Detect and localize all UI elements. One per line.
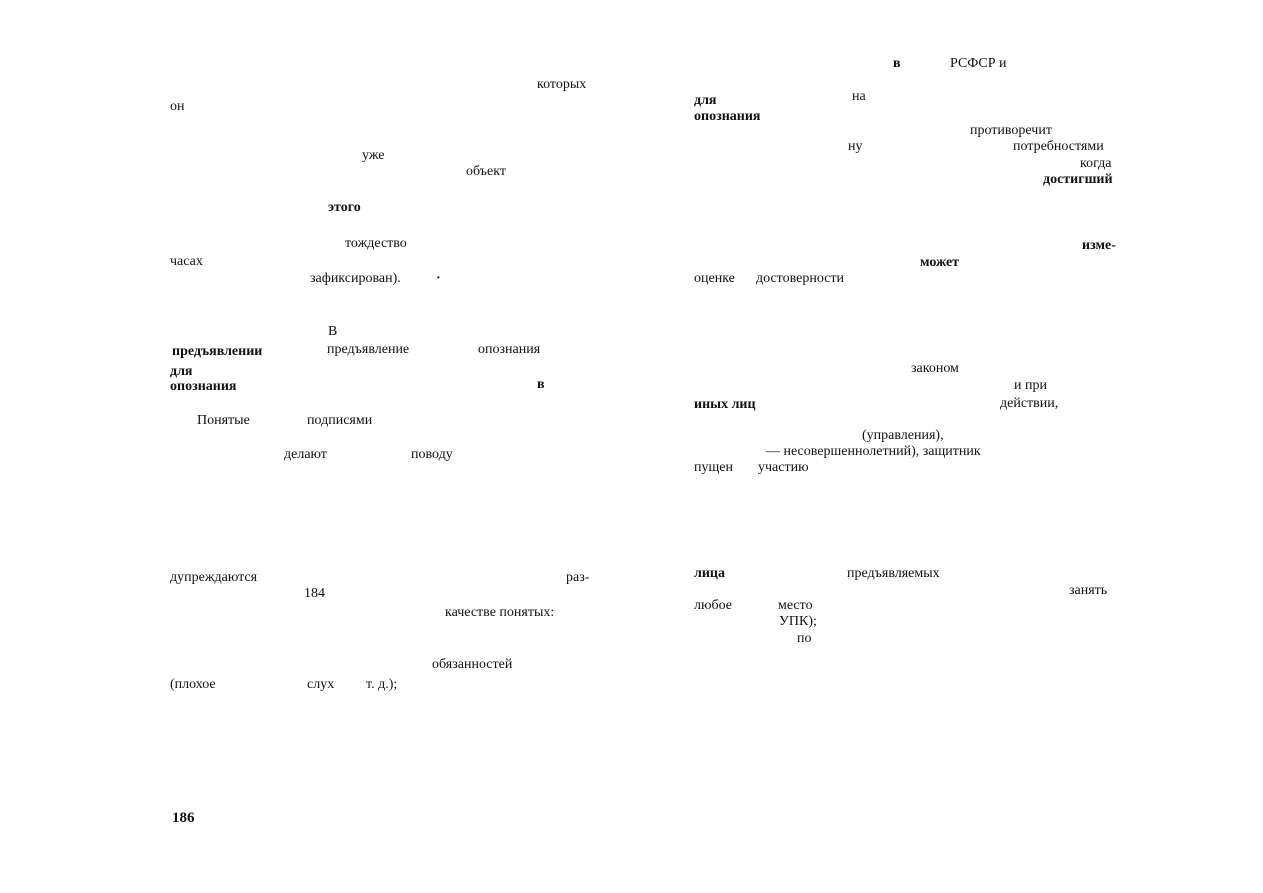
text-fragment: зафиксирован). [310,271,401,286]
text-fragment: предъявление [327,342,410,357]
text-fragment: на [852,89,866,104]
text-fragment: В [328,324,338,339]
text-fragment: пущен [694,460,733,475]
text-fragment: может [920,255,960,270]
text-fragment: предъявляемых [847,566,940,581]
text-fragment: объект [466,164,506,179]
text-fragment: изме- [1082,238,1116,253]
text-fragment: ну [848,139,863,154]
text-fragment: · [436,271,441,286]
text-fragment: когда [1080,156,1112,171]
text-fragment: и при [1014,378,1047,393]
text-fragment: дупреждаются [170,570,258,585]
text-fragment: (плохое [170,677,216,692]
text-fragment: опознания [170,379,237,394]
text-fragment: достоверности [756,271,845,286]
text-fragment: часах [170,254,203,269]
text-fragment: (управления), [862,428,944,443]
text-fragment: действии, [1000,396,1059,411]
text-fragment: любое [694,598,732,613]
text-fragment: законом [911,361,959,376]
text-fragment: место [778,598,813,613]
text-fragment: этого [328,200,361,215]
text-fragment: РСФСР и [950,56,1007,71]
text-fragment: слух [307,677,335,692]
page-number: 186 [172,810,195,826]
text-fragment: иных лиц [694,397,756,412]
text-fragment: подписями [307,413,373,428]
text-fragment: достигший [1043,172,1113,187]
text-fragment: в [893,56,901,71]
text-fragment: тождество [345,236,407,251]
text-fragment: УПК); [779,614,817,629]
text-fragment: качестве понятых: [445,605,555,620]
text-fragment: раз- [566,570,590,585]
text-fragment: потребностями [1013,139,1104,154]
text-fragment: оценке [694,271,735,286]
text-fragment: обязанностей [432,657,513,672]
text-fragment: делают [284,447,327,462]
text-fragment: уже [362,148,385,163]
text-fragment: которых [537,77,587,92]
text-fragment: противоречит [970,123,1052,138]
text-fragment: участию [758,460,809,475]
text-fragment: для [170,364,193,379]
text-fragment: лица [694,566,725,581]
text-fragment: для [694,93,717,108]
text-fragment: предъявлении [172,344,263,359]
text-fragment: 184 [304,586,325,601]
text-fragment: он [170,99,185,114]
text-fragment: в [537,377,545,392]
text-fragment: опознания [694,109,761,124]
text-fragment: поводу [411,447,453,462]
text-fragment: занять [1069,583,1108,598]
text-fragment: опознания [478,342,541,357]
text-fragment: — несовершеннолетний), защитник [766,444,981,459]
text-fragment: т. д.); [366,677,398,692]
text-fragment: Понятые [197,413,250,428]
text-fragment: по [797,631,812,646]
